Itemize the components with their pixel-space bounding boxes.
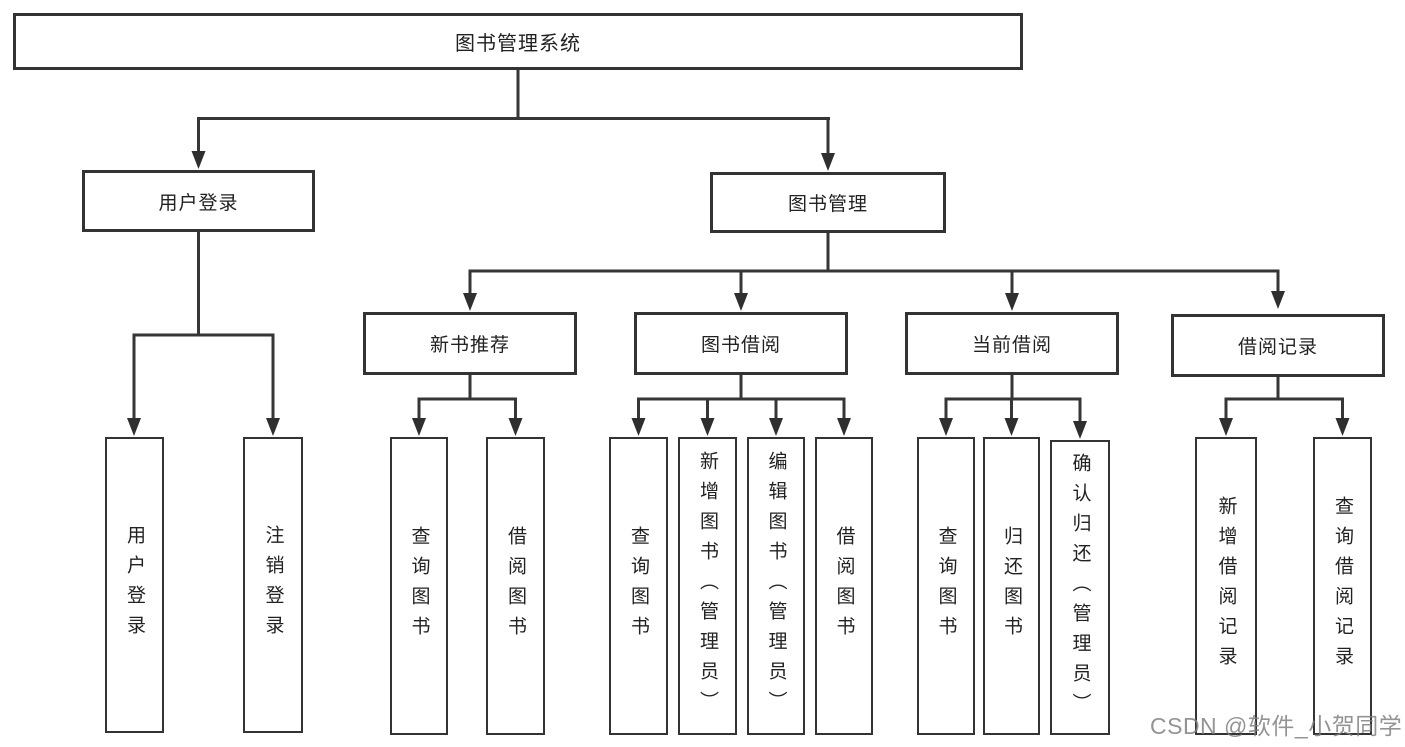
leaf-edit-books-admin: 编辑图书（管理员） <box>747 437 805 735</box>
leaf-confirm-return-admin: 确认归还（管理员） <box>1050 440 1110 735</box>
leaf-return-books: 归还图书 <box>983 437 1040 735</box>
node-book-management: 图书管理 <box>710 172 946 233</box>
leaf-query-borrow-record: 查询借阅记录 <box>1313 437 1372 735</box>
leaf-query-books-2: 查询图书 <box>609 437 668 735</box>
node-new-book-recommend: 新书推荐 <box>363 312 577 375</box>
node-library-system: 图书管理系统 <box>13 13 1023 70</box>
leaf-add-books-admin: 新增图书（管理员） <box>678 437 737 735</box>
leaf-add-borrow-record: 新增借阅记录 <box>1195 437 1257 735</box>
node-book-borrow: 图书借阅 <box>634 312 848 375</box>
leaf-query-books-1: 查询图书 <box>390 437 448 735</box>
leaf-logout: 注销登录 <box>243 437 303 733</box>
node-current-borrow: 当前借阅 <box>905 312 1119 375</box>
leaf-query-books-3: 查询图书 <box>917 437 975 735</box>
watermark: CSDN @软件_小贺同学 <box>1150 713 1403 739</box>
leaf-user-login: 用户登录 <box>105 437 164 733</box>
node-user-login: 用户登录 <box>82 170 315 232</box>
node-borrow-records: 借阅记录 <box>1171 314 1385 377</box>
leaf-borrow-books-2: 借阅图书 <box>815 437 873 735</box>
leaf-borrow-books-1: 借阅图书 <box>486 437 545 735</box>
